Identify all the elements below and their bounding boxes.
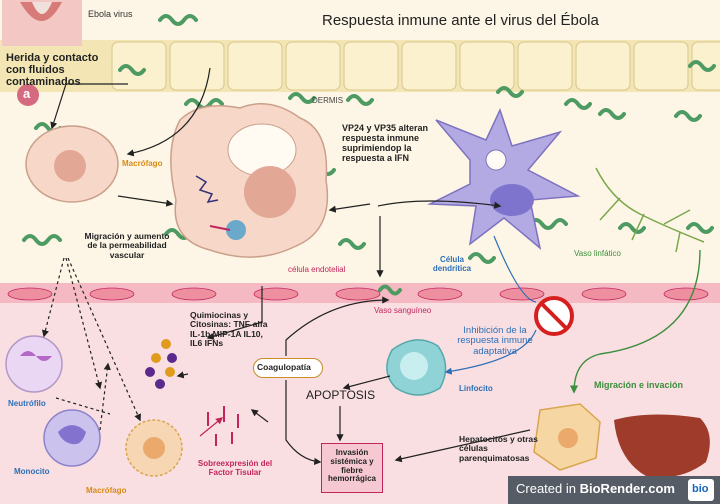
lymphocyte bbox=[386, 339, 447, 396]
step-badge bbox=[17, 84, 39, 106]
dermis-label: DERMIS bbox=[312, 96, 344, 105]
step-badge-letter: a bbox=[23, 86, 31, 101]
epidermis-layer bbox=[0, 40, 720, 92]
ebola-virus-label: Ebola virus bbox=[88, 9, 133, 19]
hepatocytes bbox=[533, 403, 601, 471]
systemic-invasion-label: Invasión sistémica y fiebre hemorrágica bbox=[327, 448, 377, 484]
lymphatic-vessel bbox=[595, 167, 705, 253]
neutrophil-label: Neutrófilo bbox=[8, 399, 46, 408]
monocyte bbox=[43, 409, 101, 467]
biorender-brand: BioRender.com bbox=[579, 481, 675, 496]
lymphatic-vessel-label: Vaso linfático bbox=[574, 249, 621, 258]
inhibition-sign bbox=[534, 296, 574, 336]
macrophage-large bbox=[170, 103, 329, 258]
macrophage-small-left bbox=[25, 125, 119, 203]
migration-label: Migración y aumento de la permeabilidad … bbox=[84, 231, 170, 260]
apoptosis-label: APOPTOSIS bbox=[306, 388, 376, 402]
tissue-factor-glyphs bbox=[207, 406, 239, 446]
endothelial-cell-label: célula endotelial bbox=[288, 265, 346, 274]
coagulopathy-box bbox=[253, 358, 323, 378]
diagram-title: Respuesta inmune ante el virus del Ébola bbox=[322, 12, 599, 29]
monocyte-label: Monocito bbox=[14, 467, 50, 476]
wound-image bbox=[2, 0, 82, 46]
blue-arrows bbox=[444, 235, 537, 375]
migration-invasion-label: Migración e invación bbox=[594, 380, 684, 390]
macrophage-label-bottom: Macrófago bbox=[86, 486, 127, 495]
arrows bbox=[41, 67, 531, 466]
systemic-invasion-box bbox=[321, 443, 383, 493]
liver bbox=[614, 414, 710, 478]
macrophage-bottom bbox=[125, 419, 183, 477]
cytokines-label: Quimiocinas y Citosinas: TNF-alfa IL-1b … bbox=[190, 310, 268, 349]
hepatocytes-label: Hepatocitos y otras células parenquimato… bbox=[459, 434, 538, 463]
coagulopathy-label: Coagulopatía bbox=[257, 362, 311, 372]
blood-vessel-label: Vaso sanguíneo bbox=[374, 306, 432, 315]
vp24-vp35-label: VP24 y VP35 alteran respuesta inmune sup… bbox=[342, 123, 429, 163]
neutrophil bbox=[5, 335, 63, 393]
cytokine-dots bbox=[145, 339, 177, 389]
endothelial-layer bbox=[0, 283, 720, 303]
inhibition-label: Inhibición de la respuesta inmune adapta… bbox=[457, 325, 533, 357]
lymphocyte-label: Linfocito bbox=[459, 384, 493, 393]
wound-label: Herida y contacto con fluidos contaminad… bbox=[6, 52, 99, 89]
biorender-credit-text[interactable]: Created in BioRender.com bbox=[516, 481, 675, 496]
tissue-factor-label: Sobreexpresión del Factor Tisular bbox=[197, 459, 273, 477]
biorender-logo-text: bio bbox=[692, 483, 709, 495]
dendritic-cell-label: Célula dendrítica bbox=[432, 255, 472, 273]
biorender-credit-bar[interactable] bbox=[508, 476, 720, 504]
created-in-text: Created in bbox=[516, 481, 576, 496]
biorender-logo-icon[interactable] bbox=[688, 479, 714, 501]
green-arrows bbox=[569, 249, 701, 394]
macrophage-label-top: Macrófago bbox=[122, 159, 163, 168]
